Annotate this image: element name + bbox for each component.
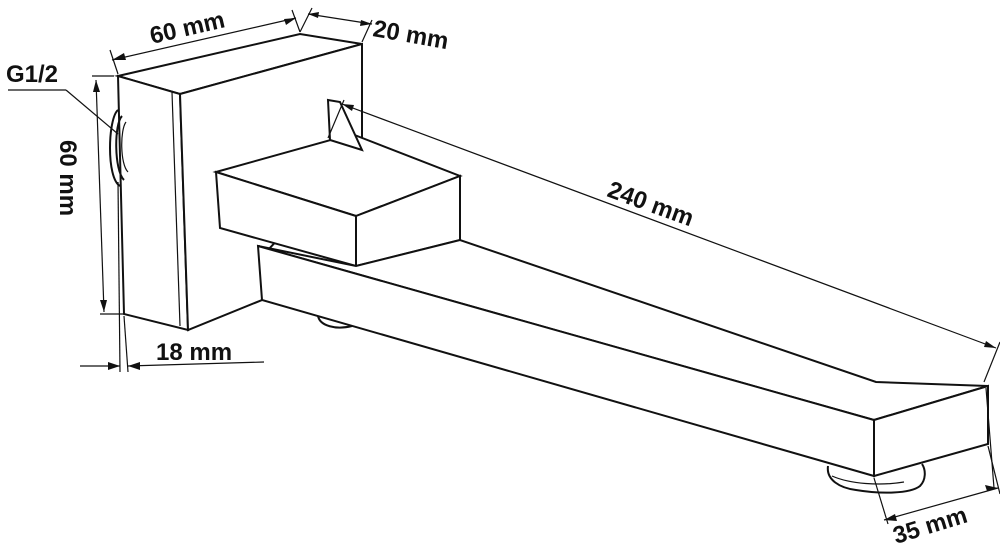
dim-plate-thickness: 18 mm (80, 181, 265, 373)
dim-thread: G1/2 (6, 61, 119, 135)
label-spout-height: 35 mm (890, 502, 971, 548)
spout-body (256, 238, 989, 494)
label-top-depth: 20 mm (371, 15, 451, 55)
lever-handle (212, 98, 463, 268)
label-plate-thickness: 18 mm (156, 339, 232, 366)
label-height: 60 mm (54, 140, 81, 216)
dim-height: 60 mm (54, 75, 124, 315)
label-spout-length: 240 mm (604, 176, 697, 232)
thread-connector (109, 109, 129, 187)
label-thread: G1/2 (6, 61, 58, 88)
